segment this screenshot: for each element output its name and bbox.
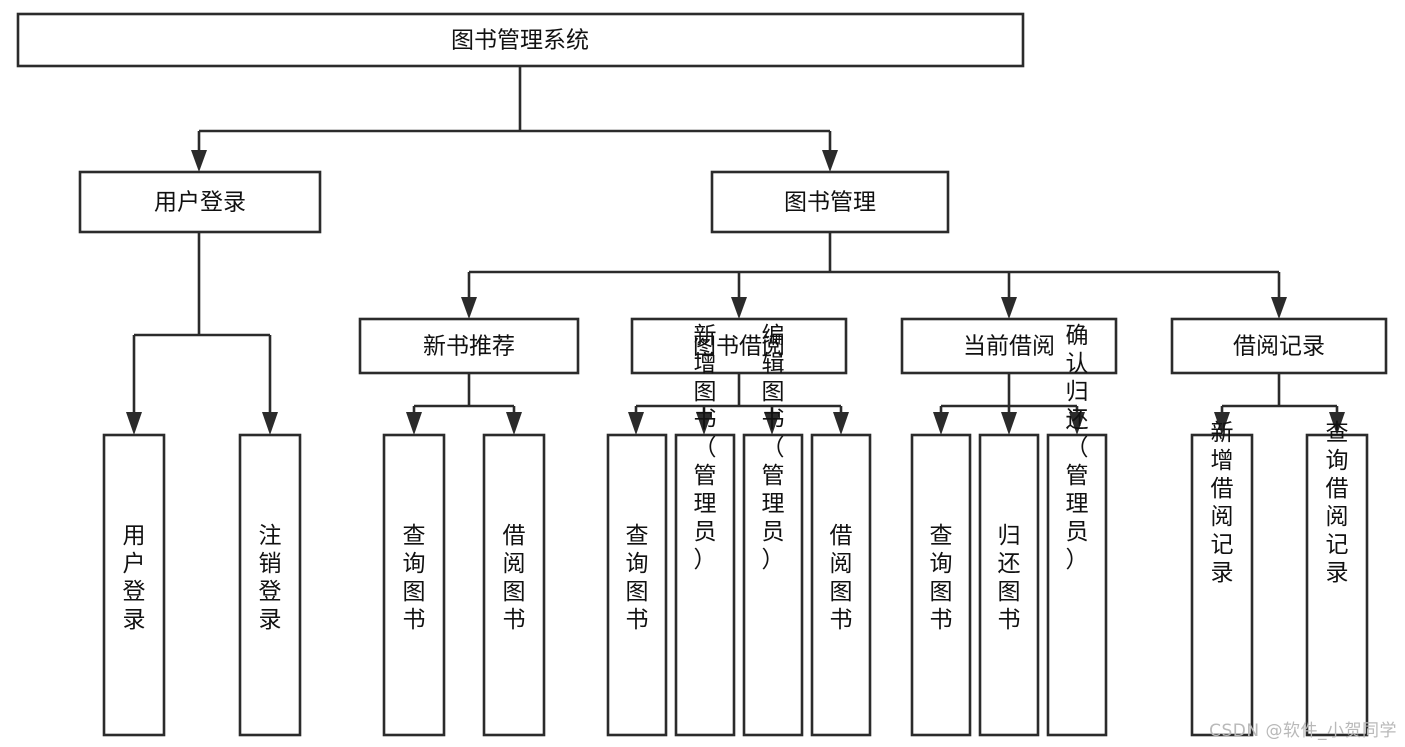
node-leaf-current-return-box: [978, 433, 1040, 737]
node-leaf-borrow-add-label: 新增图书（管理员）: [694, 323, 717, 573]
node-leaf-user-logout-box: [238, 433, 302, 737]
node-borrow-label: 图书借阅: [693, 334, 785, 360]
arrow-head-leaf-newbook-borrow: [506, 412, 522, 435]
arrow-head-leaf-user-login: [126, 412, 142, 435]
arrow-head-borrow: [731, 297, 747, 319]
node-leaf-current-confirm-label: 确认归还（管理员）: [1066, 323, 1089, 573]
node-leaf-borrow-query-box: [606, 433, 668, 737]
arrow-head-records: [1271, 297, 1287, 319]
node-records-box: [1170, 317, 1388, 375]
node-borrow[interactable]: 图书借阅: [630, 317, 848, 375]
arrow-head-leaf-current-confirm: [1069, 412, 1085, 435]
node-leaf-borrow-edit-box: [742, 433, 804, 737]
node-leaf-newbook-borrow-label: 借阅图书: [503, 523, 526, 633]
arrow-head-login: [191, 150, 207, 172]
node-leaf-current-confirm-box: [1046, 433, 1108, 737]
arrow-head-leaf-borrow-query: [628, 412, 644, 435]
node-current[interactable]: 当前借阅: [900, 317, 1118, 375]
arrow-head-bookmgmt: [822, 150, 838, 172]
node-leaf-current-query-box: [910, 433, 972, 737]
arrow-head-leaf-user-logout: [262, 412, 278, 435]
node-leaf-user-logout[interactable]: 注销登录: [238, 433, 302, 737]
node-login-label: 用户登录: [154, 190, 246, 216]
node-leaf-borrow-query-label: 查询图书: [626, 523, 649, 633]
node-leaf-records-add[interactable]: 新增借阅记录: [1190, 420, 1254, 737]
node-leaf-records-add-label: 新增借阅记录: [1211, 420, 1234, 586]
node-leaf-borrow-add[interactable]: 新增图书（管理员）: [674, 323, 736, 737]
node-leaf-current-query-label: 查询图书: [930, 523, 953, 633]
arrow-head-newbook: [461, 297, 477, 319]
node-leaf-current-confirm[interactable]: 确认归还（管理员）: [1046, 323, 1108, 737]
node-leaf-borrow-lend-box: [810, 433, 872, 737]
node-leaf-records-query-label: 查询借阅记录: [1326, 420, 1349, 586]
node-leaf-newbook-query-label: 查询图书: [403, 523, 426, 633]
node-newbook-box: [358, 317, 580, 375]
connectors: [126, 66, 1345, 435]
node-root-label: 图书管理系统: [451, 28, 589, 54]
node-leaf-current-query[interactable]: 查询图书: [910, 433, 972, 737]
node-leaf-records-query-box: [1305, 433, 1369, 737]
node-bookmgmt[interactable]: 图书管理: [710, 170, 950, 234]
arrow-head-leaf-borrow-edit: [764, 412, 780, 435]
node-newbook[interactable]: 新书推荐: [358, 317, 580, 375]
node-login[interactable]: 用户登录: [78, 170, 322, 234]
node-leaf-records-add-box: [1190, 433, 1254, 737]
arrow-head-leaf-records-add: [1214, 412, 1230, 435]
arrow-head-leaf-current-return: [1001, 412, 1017, 435]
node-leaf-borrow-add-box: [674, 433, 736, 737]
node-leaf-user-login-box: [102, 433, 166, 737]
arrow-head-current: [1001, 297, 1017, 319]
node-leaf-user-login[interactable]: 用户登录: [102, 433, 166, 737]
node-leaf-current-return-label: 归还图书: [998, 523, 1021, 633]
node-leaf-borrow-lend-label: 借阅图书: [830, 523, 853, 633]
arrow-head-leaf-records-query: [1329, 412, 1345, 435]
arrow-head-leaf-newbook-query: [406, 412, 422, 435]
node-leaf-user-logout-label: 注销登录: [259, 523, 282, 633]
node-root[interactable]: 图书管理系统: [16, 12, 1025, 68]
node-leaf-records-query[interactable]: 查询借阅记录: [1305, 420, 1369, 737]
node-bookmgmt-label: 图书管理: [784, 190, 876, 216]
node-leaf-current-return[interactable]: 归还图书: [978, 433, 1040, 737]
node-leaf-borrow-edit[interactable]: 编辑图书（管理员）: [742, 323, 804, 737]
node-root-box: [16, 12, 1025, 68]
arrow-head-leaf-borrow-lend: [833, 412, 849, 435]
node-borrow-box: [630, 317, 848, 375]
node-leaf-borrow-lend[interactable]: 借阅图书: [810, 433, 872, 737]
node-leaf-newbook-borrow[interactable]: 借阅图书: [482, 433, 546, 737]
node-leaf-newbook-query[interactable]: 查询图书: [382, 433, 446, 737]
arrow-head-leaf-borrow-add: [696, 412, 712, 435]
node-login-box: [78, 170, 322, 234]
node-current-box: [900, 317, 1118, 375]
node-leaf-borrow-edit-label: 编辑图书（管理员）: [762, 323, 785, 573]
node-records-label: 借阅记录: [1233, 334, 1325, 360]
node-leaf-user-login-label: 用户登录: [123, 523, 146, 633]
node-records[interactable]: 借阅记录: [1170, 317, 1388, 375]
node-newbook-label: 新书推荐: [423, 334, 515, 360]
node-current-label: 当前借阅: [963, 334, 1055, 360]
node-leaf-newbook-query-box: [382, 433, 446, 737]
node-leaf-newbook-borrow-box: [482, 433, 546, 737]
arrow-head-leaf-current-query: [933, 412, 949, 435]
node-leaf-borrow-query[interactable]: 查询图书: [606, 433, 668, 737]
node-bookmgmt-box: [710, 170, 950, 234]
